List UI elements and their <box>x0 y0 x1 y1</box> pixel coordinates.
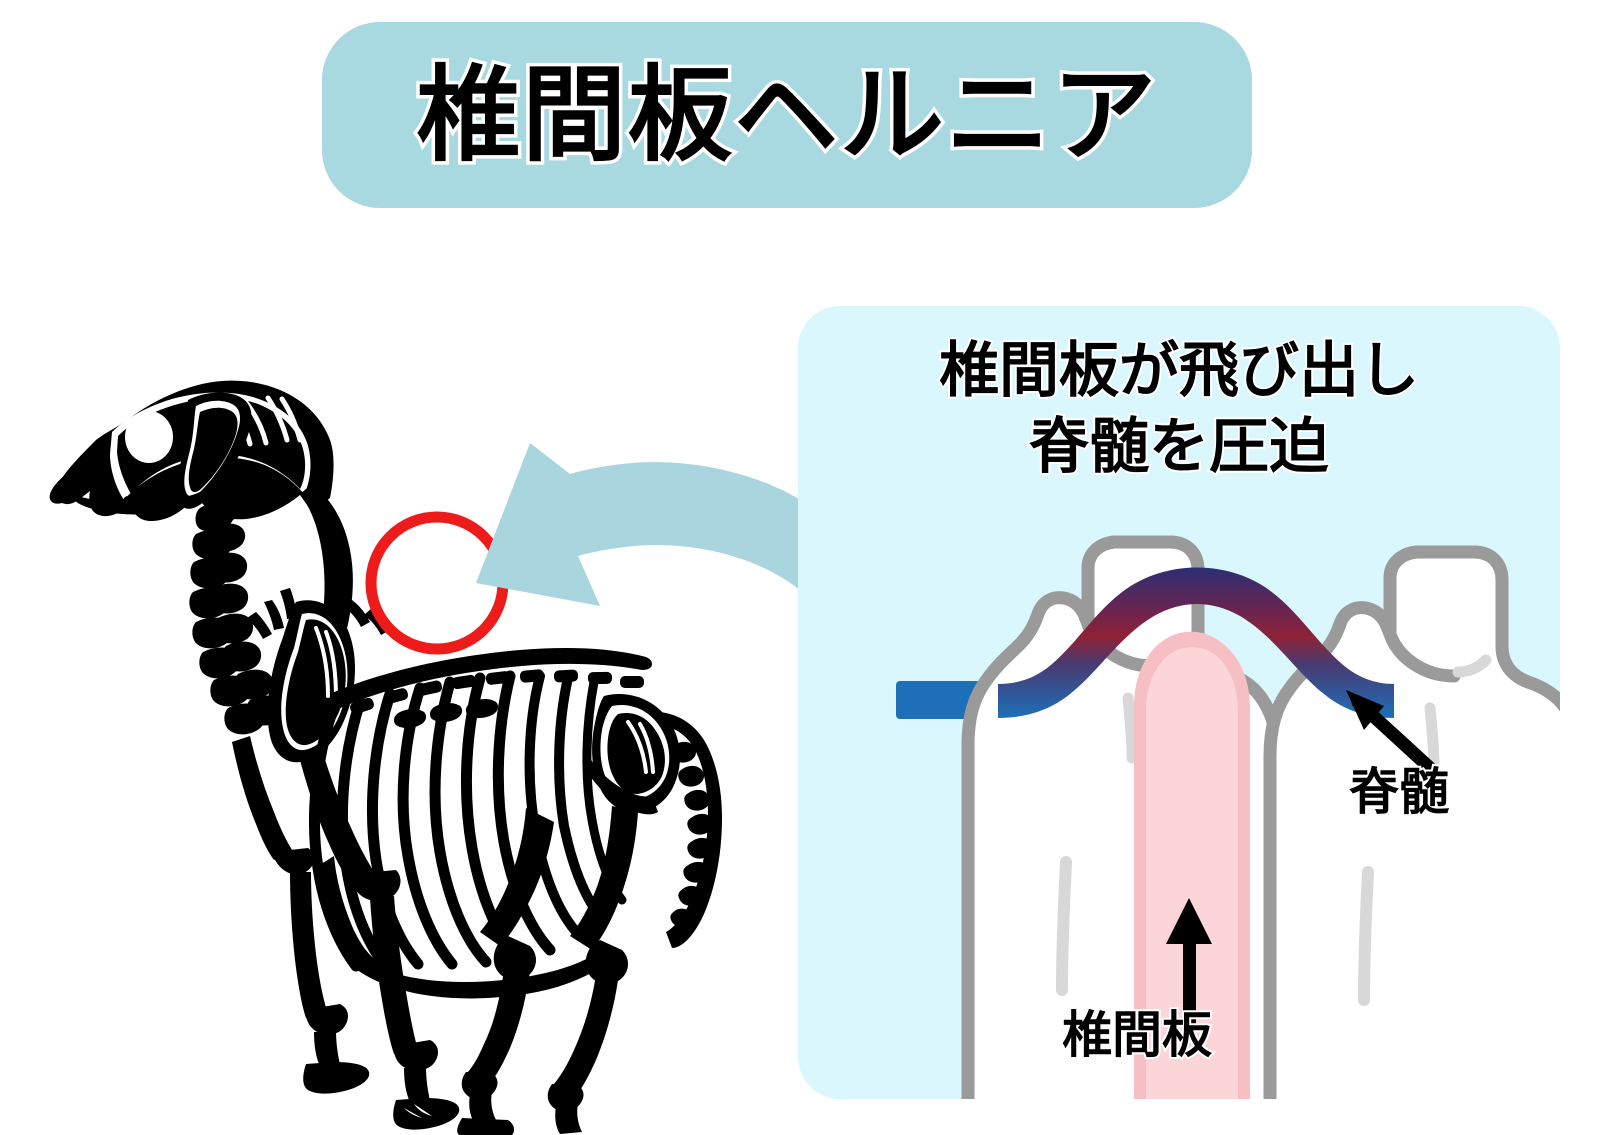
title-banner: 椎間板ヘルニア <box>322 22 1252 208</box>
tooth-4 <box>155 496 165 506</box>
vertebra-cross-section-diagram <box>896 535 1560 1099</box>
sternum-line <box>318 856 380 980</box>
hind-paw-far <box>457 1118 515 1135</box>
info-panel: 椎間板が飛び出し 脊髄を圧迫 <box>798 306 1560 1099</box>
skull-hatching-2 <box>265 395 303 443</box>
humerus <box>300 750 374 886</box>
pelvis-ilium <box>592 694 680 813</box>
skull-white-region <box>110 392 311 500</box>
front-paw-far <box>303 1062 370 1094</box>
front-paw-near <box>393 1098 460 1130</box>
ventral-abdomen-line <box>352 952 602 999</box>
front-paw-near-toes <box>404 1104 432 1118</box>
humerus-far <box>232 736 292 860</box>
skeleton-ink <box>49 380 722 1135</box>
tibia-near <box>552 974 618 1100</box>
skull-outline <box>56 380 334 521</box>
tooth-1 <box>107 493 117 503</box>
label-disc: 椎間板 <box>1060 1004 1214 1066</box>
carpus-far <box>306 1004 348 1035</box>
carpus <box>394 1040 438 1071</box>
ear-inner <box>184 400 240 497</box>
pelvis-hatch <box>626 720 655 774</box>
cervical-vertebrae <box>189 495 286 735</box>
vertebra-left-shade-3 <box>1056 856 1072 996</box>
elbow-joint <box>352 870 401 902</box>
hock-near <box>547 1084 584 1112</box>
panel-heading-line-1: 椎間板が飛び出し <box>937 334 1421 408</box>
stifle-near <box>585 940 628 984</box>
caudal-vertebrae <box>670 741 714 927</box>
pelvis-inner <box>600 704 670 800</box>
metacarpus <box>404 1066 430 1102</box>
femur-far <box>480 808 554 946</box>
spine-highlight-circle <box>365 511 509 655</box>
lower-jaw <box>73 491 203 515</box>
rib-cage <box>308 670 627 972</box>
skull-dark-mass <box>117 397 306 494</box>
vertebra-right-shade-3 <box>1358 866 1374 1006</box>
vertebra-left-shade-2 <box>1122 692 1138 764</box>
spinous-processes <box>350 669 644 715</box>
vertebral-body-marks <box>393 699 499 728</box>
scapula-inner <box>281 613 348 751</box>
pelvis-dark <box>607 712 665 794</box>
scapula <box>267 600 355 763</box>
panel-heading-line-2: 脊髄を圧迫 <box>1027 410 1331 484</box>
tibia-far <box>466 970 530 1088</box>
elbow-joint-far <box>274 848 315 875</box>
herniated-disc-core <box>1146 647 1238 1099</box>
vertebra-right-process <box>1383 627 1461 683</box>
neck-channel <box>148 520 228 756</box>
radius-ulna <box>370 896 418 1054</box>
hock-far <box>461 1072 498 1100</box>
ear-shape <box>176 392 252 509</box>
panel-heading: 椎間板が飛び出し 脊髄を圧迫 <box>798 334 1560 485</box>
nose-tip <box>49 476 84 504</box>
spinal-cord-pointer-arrow <box>1346 690 1437 775</box>
metatarsus-near <box>555 1104 582 1134</box>
eye-socket <box>125 411 173 463</box>
pelvis-ventral <box>586 758 658 815</box>
metatarsus-far <box>469 1092 496 1122</box>
vertebra-right-shade-1 <box>1452 654 1492 678</box>
ear-inner-dark <box>188 407 238 493</box>
tooth-2 <box>123 496 133 506</box>
dorsal-spine-line <box>330 648 652 710</box>
label-spinal-cord: 脊髄 <box>1347 761 1451 823</box>
tail-outline <box>660 712 722 948</box>
skull-hatching <box>193 397 269 453</box>
metacarpus-far <box>314 1030 340 1066</box>
vertebra-right-body <box>1263 545 1560 1099</box>
stifle-far <box>493 936 536 980</box>
scapula-dark <box>285 619 346 746</box>
page-title: 椎間板ヘルニア <box>412 54 1159 176</box>
scapula-hatch <box>314 626 338 700</box>
neck-dorsal-outline <box>300 484 353 696</box>
vertebra-right <box>1263 545 1560 1099</box>
femur-near <box>570 806 638 950</box>
tooth-3 <box>139 497 149 507</box>
scapula-radiating-marks <box>247 588 390 639</box>
radius-ulna-far <box>290 872 328 1018</box>
disc-pointer-arrow <box>1166 898 1212 1029</box>
